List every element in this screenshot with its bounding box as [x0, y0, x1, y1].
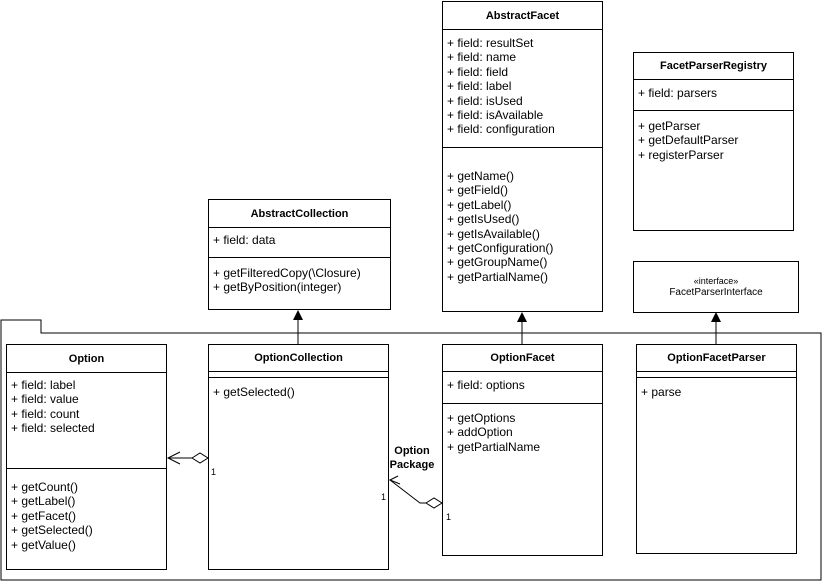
methods-section: + getFilteredCopy(\Closure) + getByPosit…	[209, 257, 390, 295]
inheritance-facet	[517, 312, 527, 344]
method-item: + getSelected()	[11, 523, 93, 538]
method-item: + parse	[641, 385, 682, 399]
method-item: + getPartialName()	[447, 269, 549, 284]
fields-section: + field: resultSet + field: name + field…	[443, 29, 602, 137]
class-option-collection[interactable]: OptionCollection + getSelected()	[208, 344, 389, 570]
methods-section: + getOptions + addOption + getPartialNam…	[443, 403, 602, 454]
class-name: OptionCollection	[254, 352, 343, 364]
method-item: + getPartialName	[447, 439, 541, 454]
methods-section: + getCount() + getLabel() + getFacet() +…	[7, 468, 166, 552]
fields-section	[637, 371, 796, 377]
method-item: + getLabel()	[11, 494, 76, 509]
method-item: + getIsAvailable()	[447, 226, 540, 241]
field-item: + field: isUsed	[447, 93, 523, 108]
multiplicity-label: 1	[381, 492, 387, 502]
class-facet-parser-registry[interactable]: FacetParserRegistry + field: parsers + g…	[633, 52, 794, 231]
field-item: + field: isAvailable	[447, 108, 544, 123]
class-option-facet[interactable]: OptionFacet + field: options + getOption…	[442, 344, 603, 556]
package-frame	[0, 319, 822, 581]
class-name: Option	[68, 352, 105, 365]
method-item: + getByPosition(integer)	[213, 280, 342, 295]
method-item: + getConfiguration()	[447, 241, 554, 256]
method-item: + getOptions	[447, 411, 516, 425]
methods-section: + getSelected()	[209, 377, 388, 399]
field-item: + field: resultSet	[447, 36, 534, 50]
method-item: + getParser	[638, 119, 701, 133]
class-option-facet-parser[interactable]: OptionFacetParser + parse	[636, 344, 797, 554]
method-item: + getName()	[447, 169, 515, 183]
field-item: + field: value	[11, 392, 79, 407]
field-item: + field: name	[447, 50, 517, 65]
field-item: + field: options	[447, 378, 525, 392]
multiplicity-label: 1	[211, 467, 217, 477]
method-item: + getFacet()	[11, 508, 77, 523]
package-label-line2: Package	[389, 459, 435, 471]
package-label-line1: Option	[394, 445, 430, 457]
fields-section: + field: parsers	[634, 79, 793, 100]
multiplicity-label: 1	[446, 512, 452, 522]
inheritance-collection	[293, 310, 303, 344]
fields-section	[209, 371, 388, 377]
class-name: AbstractCollection	[250, 207, 349, 220]
fields-section: + field: data	[209, 227, 390, 247]
field-item: + field: data	[213, 233, 276, 247]
methods-section: + getName() + getField() + getLabel() + …	[443, 147, 602, 284]
fields-section: + field: label + field: value + field: c…	[7, 372, 166, 436]
interface-facet-parser[interactable]: «interface» FacetParserInterface	[633, 261, 799, 313]
stereotype-label: «interface»	[693, 275, 739, 286]
field-item: + field: configuration	[447, 122, 555, 137]
fields-section: + field: options	[443, 371, 602, 392]
method-item: + getFilteredCopy(\Closure)	[213, 266, 361, 280]
method-item: + getDefaultParser	[638, 133, 739, 148]
method-item: + registerParser	[638, 147, 724, 162]
method-item: + getField()	[447, 183, 509, 198]
package-label: Option Package	[388, 444, 436, 472]
class-name: FacetParserRegistry	[659, 60, 767, 72]
method-item: + getValue()	[11, 537, 76, 552]
realization-parser	[711, 312, 721, 344]
method-item: + getLabel()	[447, 197, 512, 212]
method-item: + getCount()	[11, 480, 79, 494]
method-item: + addOption	[447, 425, 513, 440]
class-abstract-facet[interactable]: AbstractFacet + field: resultSet + field…	[442, 1, 603, 312]
field-item: + field: label	[447, 79, 512, 94]
method-item: + getSelected()	[213, 385, 295, 399]
class-name: OptionFacetParser	[667, 352, 766, 364]
field-item: + field: field	[447, 64, 509, 79]
field-item: + field: selected	[11, 421, 95, 436]
field-item: + field: count	[11, 406, 80, 421]
field-item: + field: label	[11, 378, 76, 392]
class-option[interactable]: Option + field: label + field: value + f…	[6, 344, 167, 570]
class-name: OptionFacet	[490, 352, 555, 364]
class-name: AbstractFacet	[485, 9, 560, 22]
method-item: + getGroupName()	[447, 255, 548, 270]
aggregation-collection-option	[166, 451, 209, 465]
interface-name: FacetParserInterface	[669, 286, 763, 298]
methods-section: + parse	[637, 377, 796, 399]
method-item: + getIsUsed()	[447, 212, 520, 227]
field-item: + field: parsers	[638, 86, 718, 100]
class-abstract-collection[interactable]: AbstractCollection + field: data + getFi…	[208, 199, 391, 310]
aggregation-facet-collection	[388, 475, 443, 509]
methods-section: + getParser + getDefaultParser + registe…	[634, 110, 793, 162]
